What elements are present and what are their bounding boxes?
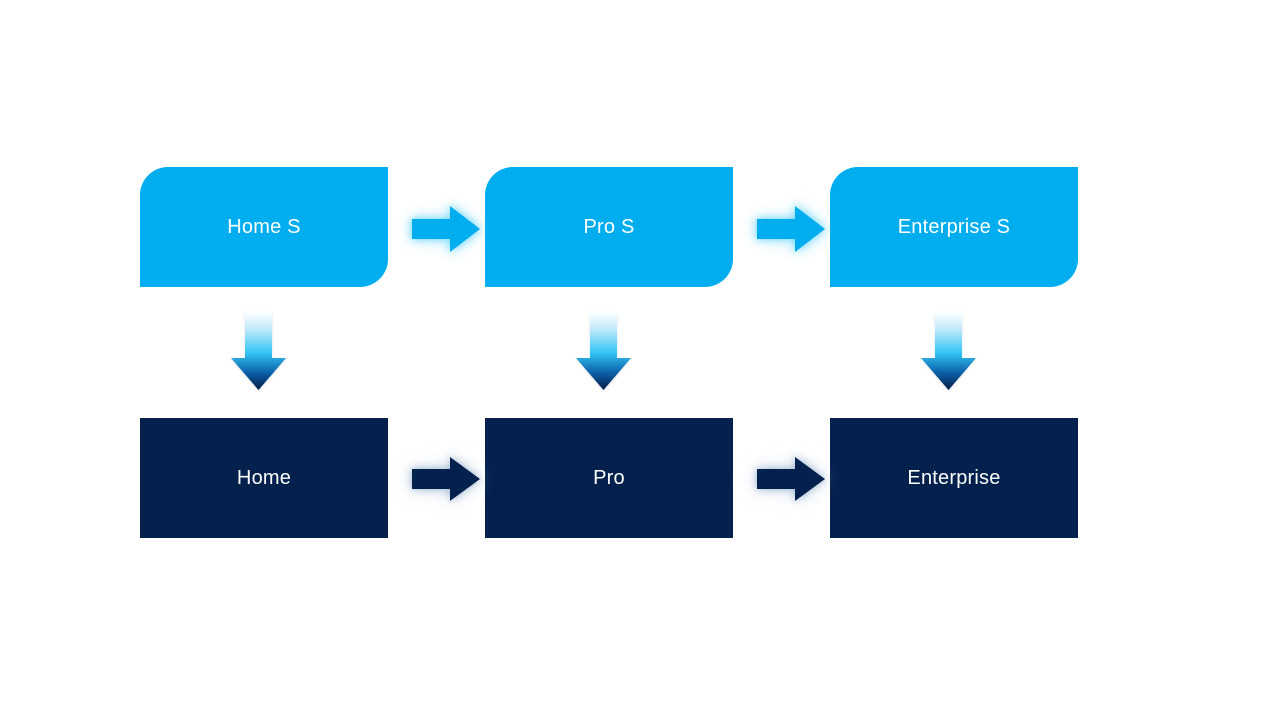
- node-home-s[interactable]: Home S: [140, 167, 388, 287]
- node-home-s-label: Home S: [227, 216, 301, 238]
- node-home[interactable]: Home: [140, 418, 388, 538]
- arrow-pro-s-to-pro: [576, 312, 631, 390]
- node-pro-s-label: Pro S: [583, 216, 635, 238]
- node-enterprise-label: Enterprise: [907, 467, 1001, 489]
- arrow-pro-s-to-enterprise-s: [757, 206, 825, 252]
- arrow-enterprise-s-to-enterprise: [921, 312, 976, 390]
- arrow-home-s-to-pro-s: [412, 206, 480, 252]
- node-pro[interactable]: Pro: [485, 418, 733, 538]
- node-enterprise[interactable]: Enterprise: [830, 418, 1078, 538]
- node-pro-label: Pro: [593, 467, 625, 489]
- node-enterprise-s[interactable]: Enterprise S: [830, 167, 1078, 287]
- node-enterprise-s-label: Enterprise S: [897, 216, 1011, 238]
- node-pro-s[interactable]: Pro S: [485, 167, 733, 287]
- arrow-home-to-pro: [412, 457, 480, 501]
- arrow-pro-to-enterprise: [757, 457, 825, 501]
- node-home-label: Home: [236, 467, 292, 489]
- arrow-home-s-to-home: [231, 312, 286, 390]
